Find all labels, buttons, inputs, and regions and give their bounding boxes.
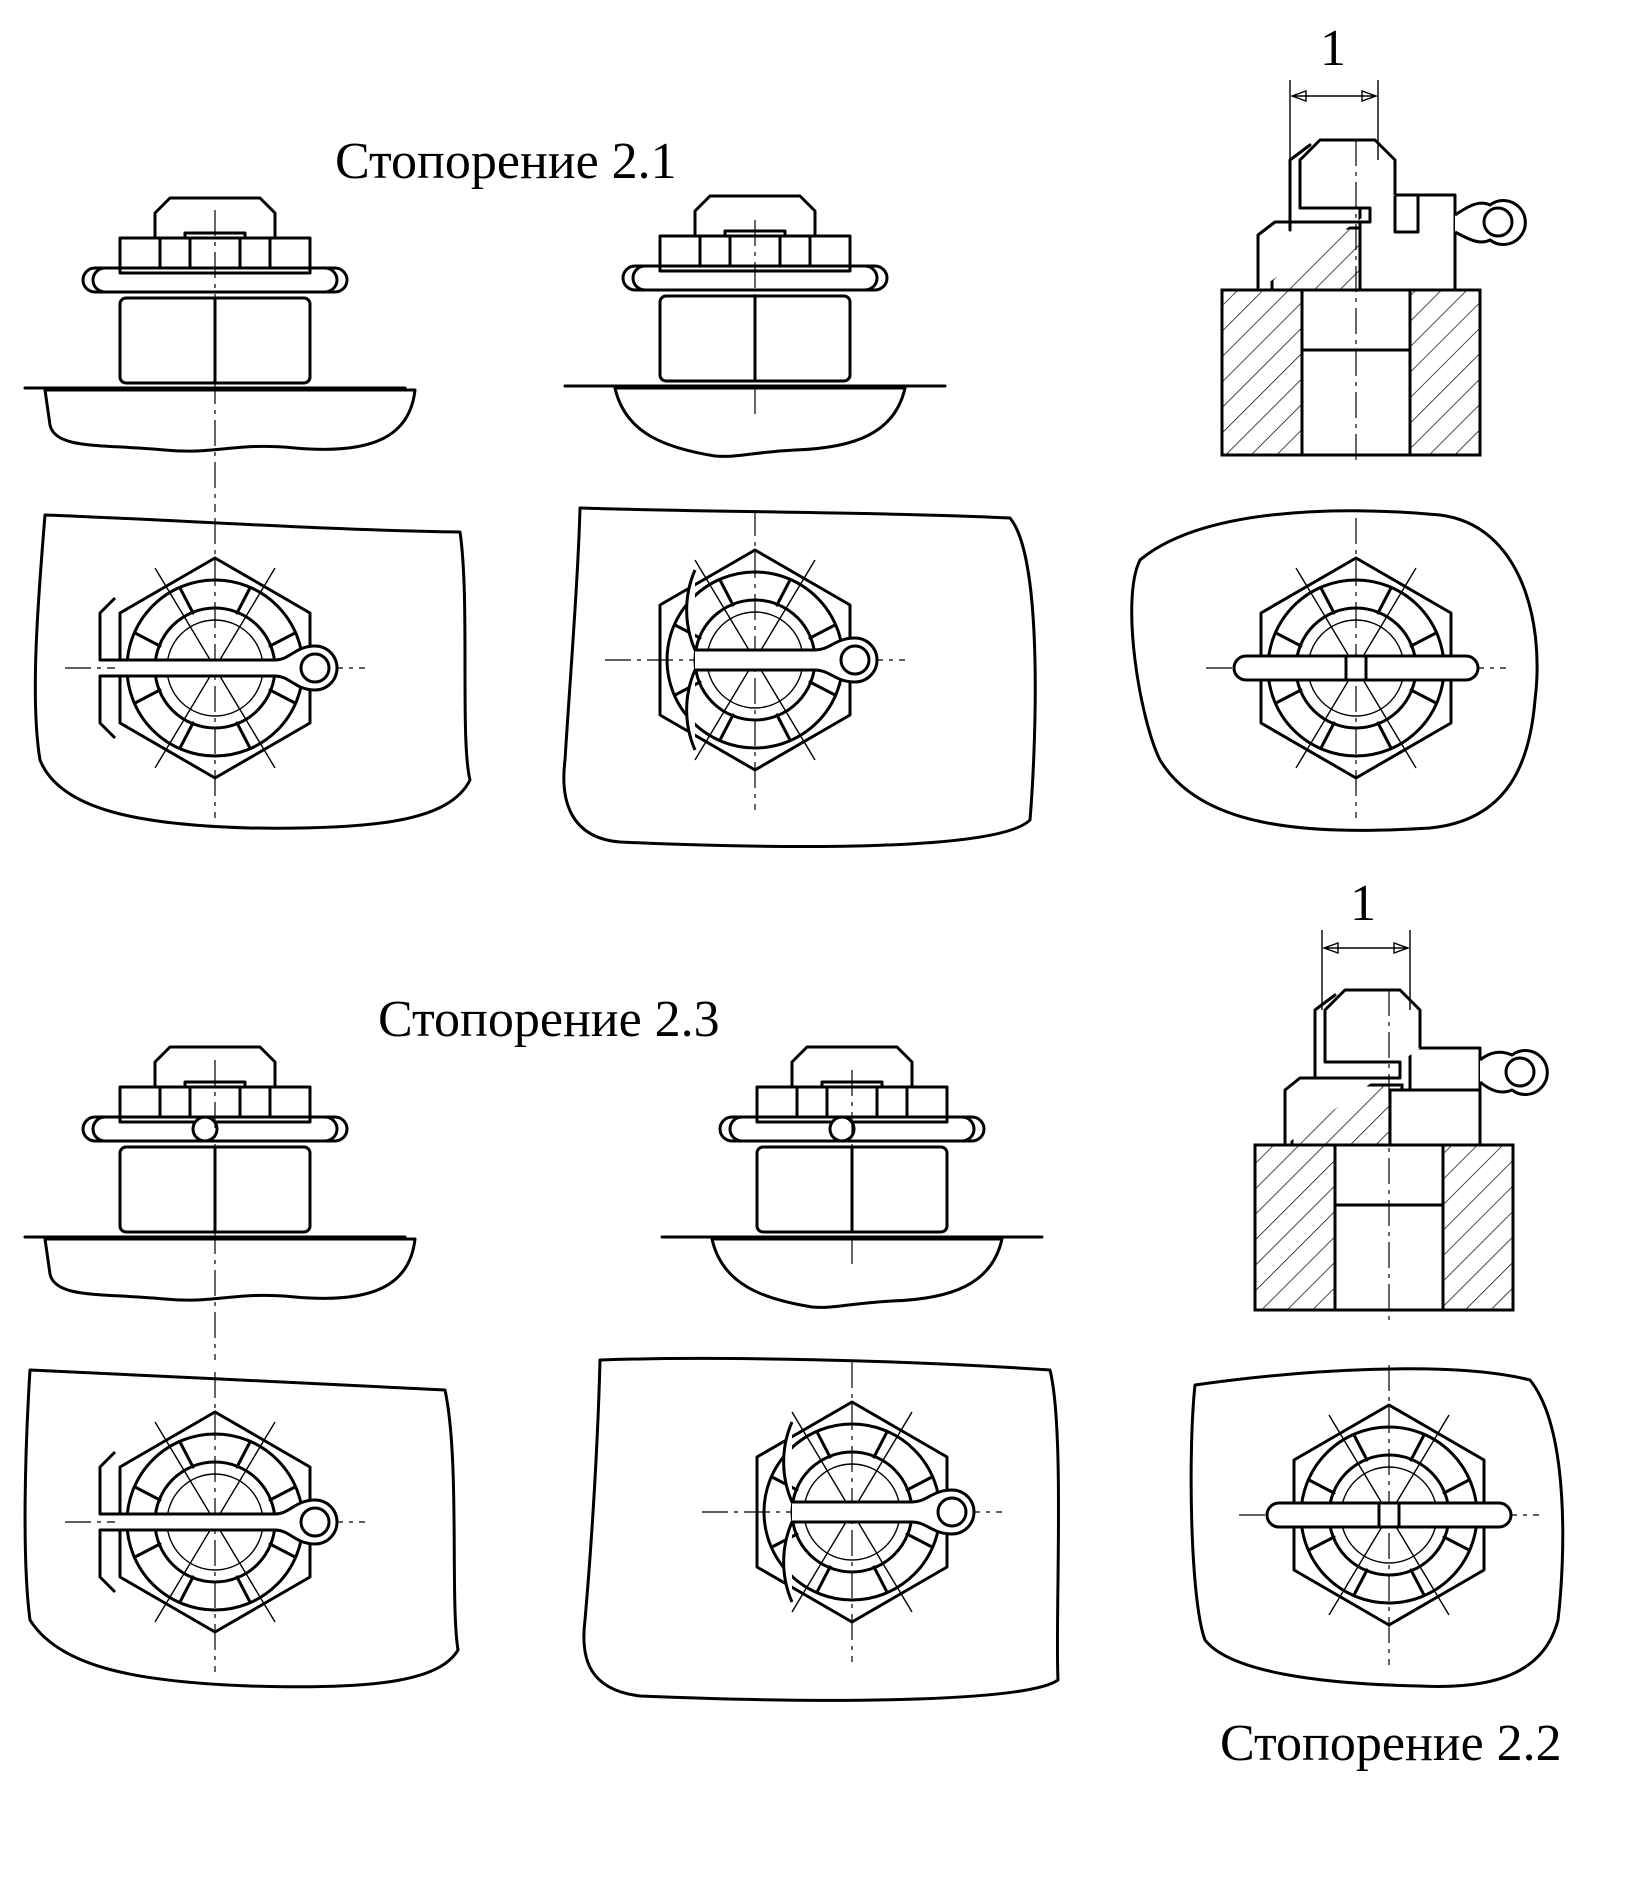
ground-1: [43, 388, 417, 453]
plate-4: [23, 1368, 460, 1689]
dimension-1-bottom: 1: [1350, 875, 1376, 932]
plate-2: [562, 506, 1037, 849]
label-lock-2-1: Стопорение 2.1: [335, 133, 677, 190]
top-view-2: [603, 508, 907, 812]
side-view-5: [660, 1045, 1044, 1239]
ground-2: [613, 386, 907, 458]
top-view-3: [1204, 516, 1508, 820]
ground-5: [710, 1237, 1004, 1309]
label-lock-2-2: Стопорение 2.2: [1220, 1715, 1562, 1772]
plate-3: [1130, 509, 1539, 832]
dimension-1-top: 1: [1320, 20, 1346, 77]
section-view-1: [1220, 80, 1527, 465]
plate-5: [582, 1356, 1061, 1702]
label-lock-2-3: Стопорение 2.3: [378, 991, 720, 1048]
side-view-4: [23, 1045, 407, 1239]
plate-1: [33, 513, 472, 830]
top-view-5: [700, 1360, 1004, 1664]
ground-4: [43, 1237, 417, 1302]
top-view-6: [1237, 1363, 1541, 1667]
top-view-1: [63, 516, 367, 820]
section-view-2: [1253, 930, 1549, 1320]
plate-6: [1189, 1367, 1565, 1688]
top-view-4: [63, 1370, 367, 1674]
